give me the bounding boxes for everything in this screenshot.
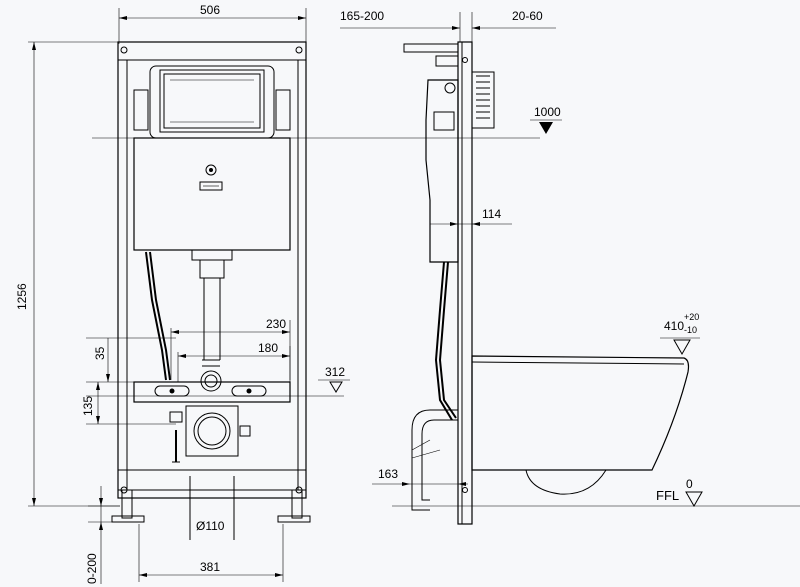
dim-floor-zero: 0 [686, 477, 693, 491]
dim-upper-offset: 35 [93, 346, 107, 360]
dim-seat-height: 410 [664, 319, 684, 333]
dim-feet-adjust: 0-200 [85, 553, 99, 584]
floor-level-label: FFL [656, 488, 679, 503]
dim-drain-diameter: Ø110 [196, 519, 225, 533]
dim-wall-gap: 20-60 [512, 9, 543, 23]
dim-seat-tol-minus: -10 [684, 325, 697, 335]
dim-fixing-outer: 230 [266, 317, 286, 331]
dim-frame-height: 1256 [15, 283, 29, 310]
side-view: 165-200 20-60 1000 114 [340, 9, 800, 525]
dim-pipe-offset: 114 [482, 207, 501, 221]
dim-button-height: 1000 [534, 105, 561, 119]
dim-seat-tol-plus: +20 [684, 312, 699, 322]
dim-projection-front: 165-200 [340, 9, 384, 23]
front-view: 506 1256 [15, 3, 540, 584]
dim-fixing-inner: 180 [258, 341, 278, 355]
dim-feet-spacing: 381 [200, 560, 220, 574]
dim-fixing-span: 135 [81, 396, 95, 416]
dim-frame-width: 506 [200, 3, 220, 17]
dim-drain-height: 163 [378, 467, 398, 481]
dim-fixing-height: 312 [325, 365, 345, 379]
